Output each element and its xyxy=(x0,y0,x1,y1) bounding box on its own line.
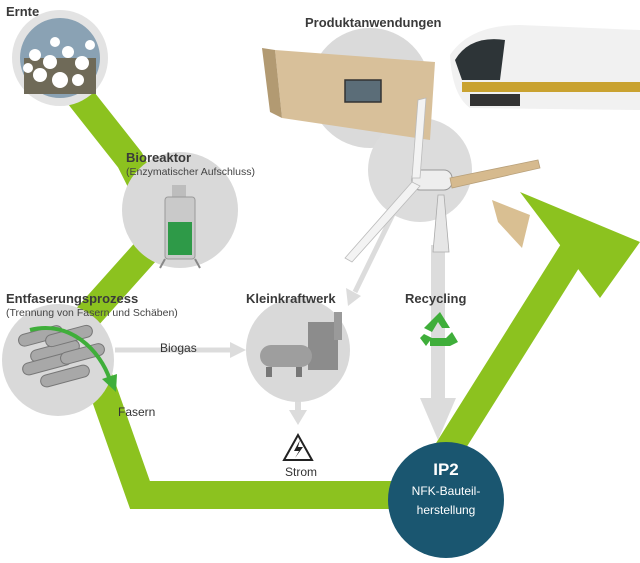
defibering-title: Entfaserungsprozess xyxy=(6,291,139,306)
train-icon xyxy=(450,25,640,110)
bioreactor-title: Bioreaktor xyxy=(126,150,192,165)
ip2-circle xyxy=(388,442,504,558)
power-plant-title: Kleinkraftwerk xyxy=(246,291,336,306)
recycling-icon xyxy=(420,312,458,346)
recycling-title: Recycling xyxy=(405,291,467,306)
high-voltage-icon xyxy=(282,432,314,461)
main-flow-band xyxy=(44,56,592,509)
main-flow-arrowhead xyxy=(520,192,640,298)
ip2-line2: herstellung xyxy=(416,503,476,517)
wind-turbine-icon xyxy=(344,97,541,263)
bioreactor-subtitle: (Enzymatischer Aufschluss) xyxy=(126,166,255,178)
panel-icon xyxy=(262,48,435,140)
defibering-subtitle: (Trennung von Fasern und Schäben) xyxy=(6,307,178,319)
ip2-line1: NFK-Bauteil- xyxy=(411,484,481,498)
power-plant-icon xyxy=(260,312,342,377)
fiber-flow-arrow xyxy=(29,326,112,381)
ip2-label-group: IP2 NFK-Bauteil- herstellung xyxy=(388,446,504,518)
harvest-title: Ernte xyxy=(6,4,40,19)
biogas-label: Biogas xyxy=(160,341,197,355)
power-label: Strom xyxy=(285,465,318,479)
harvest-circle xyxy=(12,10,108,106)
fibers-label: Fasern xyxy=(118,405,156,419)
ip2-title: IP2 xyxy=(433,460,459,479)
products-title: Produktanwendungen xyxy=(305,15,442,30)
bioreactor-icon xyxy=(159,185,201,269)
fiber-flow-arrowhead xyxy=(102,374,117,392)
